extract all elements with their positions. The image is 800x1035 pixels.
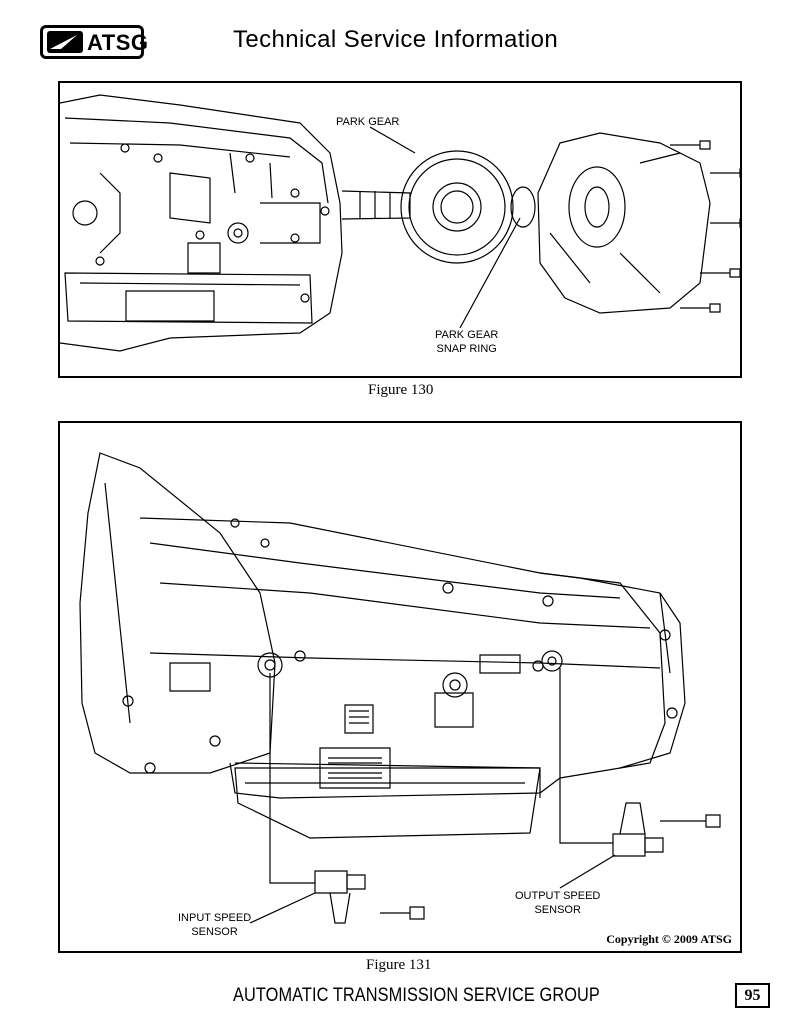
figure-130-illustration — [60, 83, 742, 378]
input-speed-sensor-callout: INPUT SPEED SENSOR — [178, 911, 251, 939]
atsg-logo-mark-icon — [47, 31, 83, 53]
input-callout-line1: INPUT SPEED — [178, 912, 252, 924]
output-speed-sensor-callout: OUTPUT SPEED SENSOR — [515, 889, 600, 917]
output-callout-line1: OUTPUT SPEED — [515, 890, 601, 902]
output-callout-line2: SENSOR — [534, 904, 581, 916]
atsg-logo: ATSG — [40, 25, 148, 59]
logo-text: ATSG — [87, 30, 149, 55]
page-number: 95 — [735, 983, 770, 1008]
park-gear-callout: PARK GEAR — [336, 116, 400, 128]
figure-131-caption: Figure 131 — [366, 957, 432, 973]
footer-title: AUTOMATIC TRANSMISSION SERVICE GROUP — [233, 985, 600, 1006]
figure-130-frame: PARK GEAR PARK GEAR SNAP RING — [58, 81, 742, 378]
park-gear-snap-ring-callout: PARK GEAR SNAP RING — [435, 328, 498, 356]
input-callout-line2: SENSOR — [191, 926, 238, 938]
copyright-notice: Copyright © 2009 ATSG — [606, 932, 732, 946]
page-title: Technical Service Information — [233, 26, 559, 53]
figure-130-caption: Figure 130 — [368, 382, 434, 398]
snap-ring-callout-line2: SNAP RING — [436, 343, 497, 355]
figure-131-illustration — [60, 423, 742, 953]
figure-131-frame: INPUT SPEED SENSOR OUTPUT SPEED SENSOR C… — [58, 421, 742, 953]
snap-ring-callout-line1: PARK GEAR — [435, 329, 499, 341]
